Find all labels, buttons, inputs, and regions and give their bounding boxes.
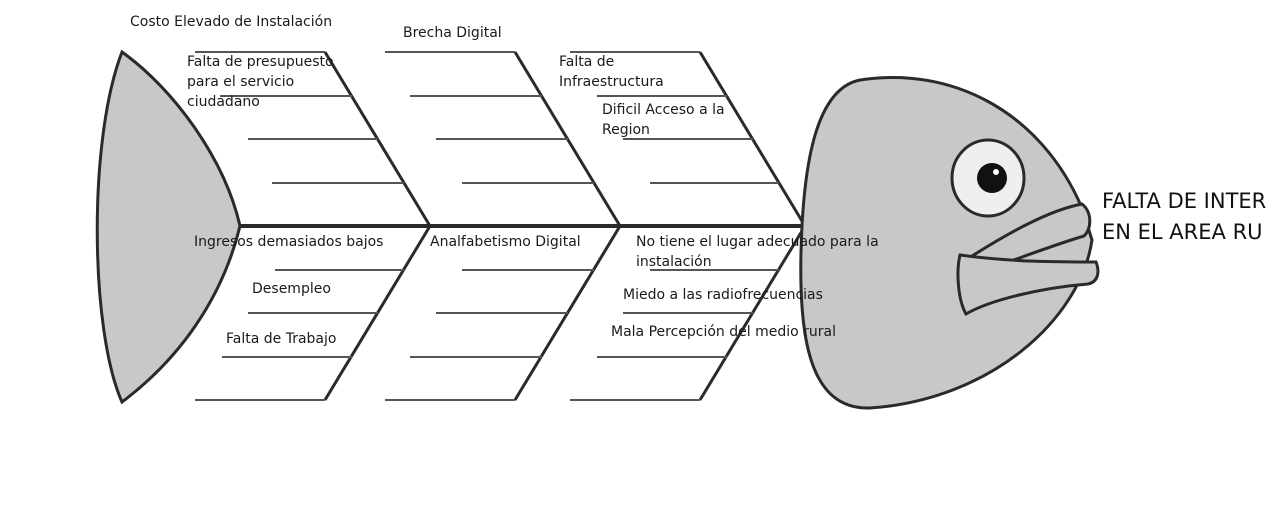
cause-falta-presupuesto: Falta de presupuesto para el servicio ci… xyxy=(187,54,334,110)
cause-dificil-acceso: Dificil Acceso a la Region xyxy=(602,102,725,138)
effect-line-1: FALTA DE INTER xyxy=(1102,189,1267,213)
effect-line-2: EN EL AREA RU xyxy=(1102,220,1263,244)
category-analfabetismo-digital: Analfabetismo Digital xyxy=(430,234,581,250)
fish-lower-lip xyxy=(956,253,1100,317)
category-brecha-digital: Brecha Digital xyxy=(403,25,502,41)
category-no-tiene-lugar: No tiene el lugar adecuado para la insta… xyxy=(636,234,879,270)
cause-falta-trabajo: Falta de Trabajo xyxy=(226,331,337,347)
cause-mala-percepcion: Mala Percepción del medio rural xyxy=(611,324,836,340)
fish-tail xyxy=(95,49,242,405)
sub-lines-top xyxy=(195,51,779,184)
category-costo-elevado: Costo Elevado de Instalación xyxy=(130,14,333,30)
cause-desempleo: Desempleo xyxy=(252,281,331,297)
effect-label: FALTA DE INTER EN EL AREA RU xyxy=(1102,186,1266,248)
sub-lines-bottom xyxy=(195,269,779,401)
fish-pupil xyxy=(977,163,1007,193)
category-ingresos-bajos: Ingresos demasiados bajos xyxy=(194,234,384,250)
fish-upper-lip xyxy=(969,202,1092,272)
cause-miedo-radiofrecuencias: Miedo a las radiofrecuencias xyxy=(623,287,823,303)
category-falta-infraestructura: Falta de Infraestructura xyxy=(559,54,664,90)
